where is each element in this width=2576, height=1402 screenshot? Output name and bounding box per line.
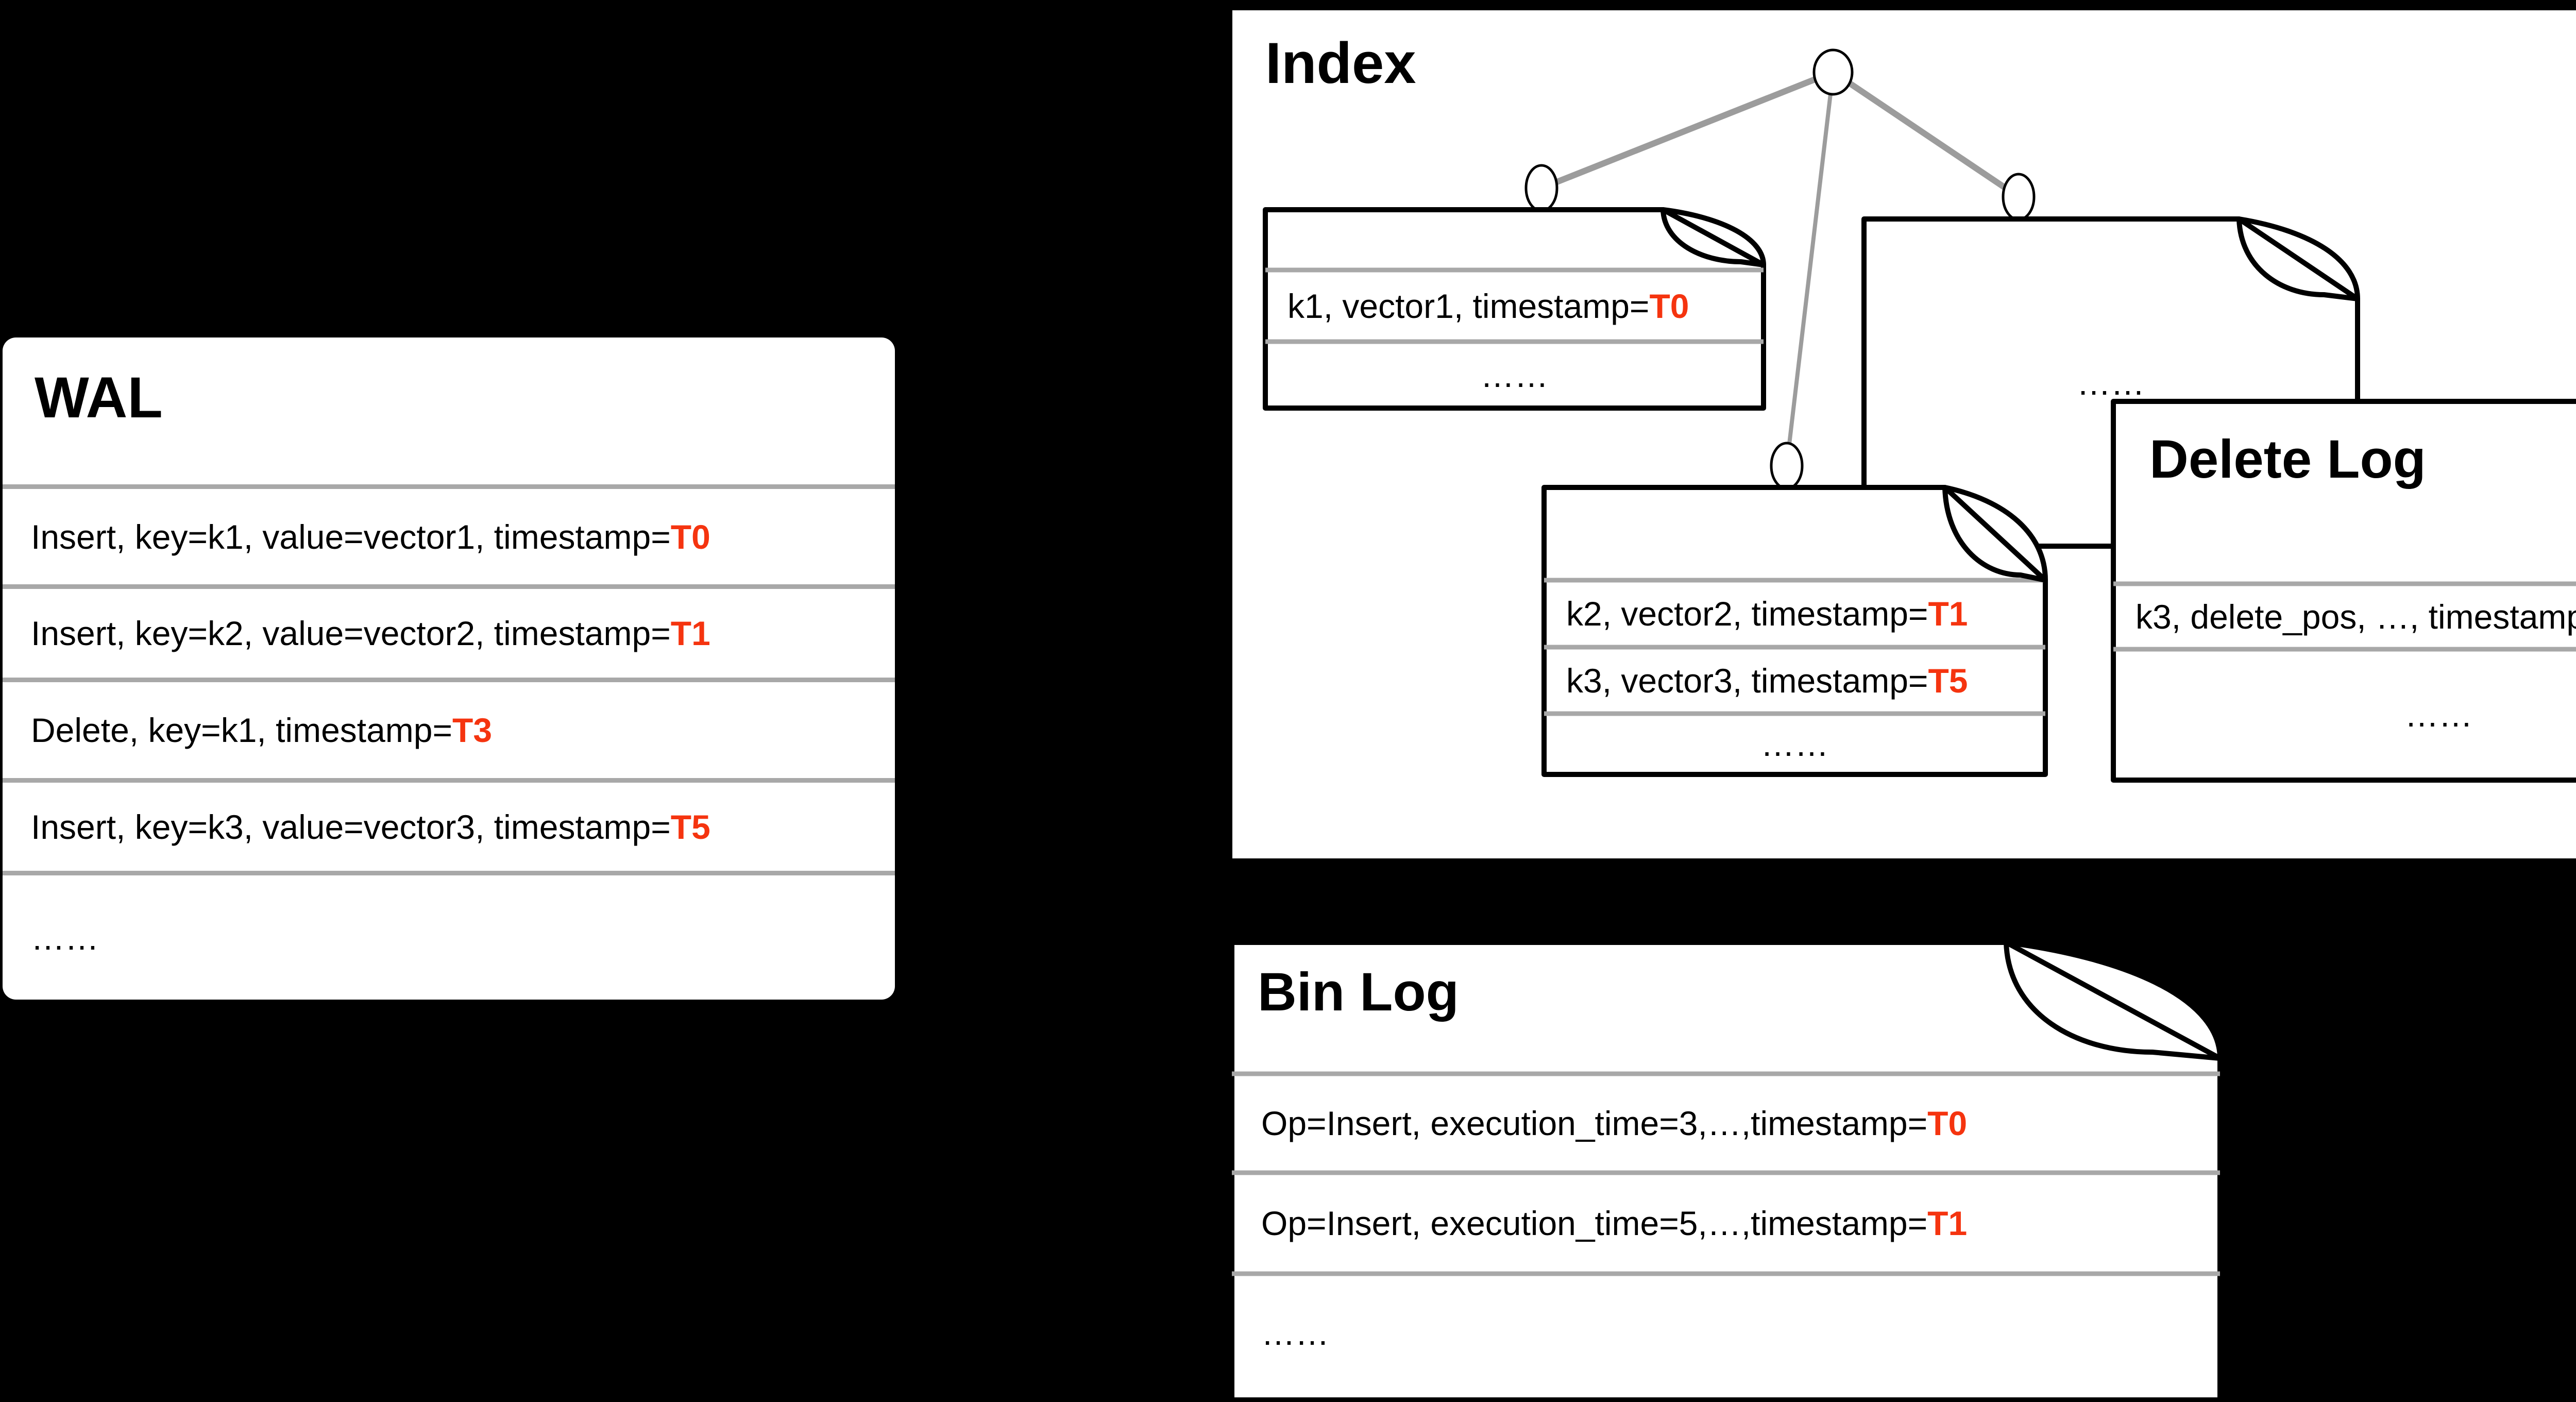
delete-log-page: Delete Log k3, delete_pos, …, timestamp=… <box>2111 399 2576 783</box>
folded-corner <box>2004 940 2223 1061</box>
tree-root-node <box>1812 48 1854 96</box>
page-body <box>2111 399 2576 783</box>
folded-corner <box>1942 485 2048 583</box>
k1-page: k1, vector1, timestamp=T0 …… <box>1263 207 1766 411</box>
ellipsis-row: …… <box>1861 216 2360 549</box>
wal-row-insert-k3: Insert, key=k3, value=vector3, timestamp… <box>3 778 895 871</box>
ellipsis-text: …… <box>1480 356 1549 394</box>
wal-row-text: Insert, key=k2, value=vector2, timestamp… <box>31 614 671 652</box>
timestamp-t0: T0 <box>1649 286 1689 325</box>
timestamp-t5: T5 <box>1928 661 1968 700</box>
wal-row-delete-k1: Delete, key=k1, timestamp=T3 <box>3 678 895 778</box>
delete-log-row: k3, delete_pos, …, timestamp=T3 <box>2111 584 2576 649</box>
wal-row-text: Insert, key=k1, value=vector1, timestamp… <box>31 517 671 556</box>
tree-edge-left <box>1540 69 1835 191</box>
wal-row-text: Delete, key=k1, timestamp= <box>31 711 453 749</box>
row-text: k3, vector3, timestamp= <box>1566 661 1928 700</box>
index-panel: Index k1, vector1, timestamp=T0 …… <box>1232 10 2576 858</box>
ellipsis-text: …… <box>2404 696 2473 734</box>
bin-log-title: Bin Log <box>1258 962 1459 1022</box>
delete-log-ellipsis-row: …… <box>2111 649 2576 780</box>
doc-outline <box>1541 485 2048 777</box>
k2-page: k2, vector2, timestamp=T1 k3, vector3, t… <box>1541 485 2048 777</box>
timestamp-t1: T1 <box>1928 595 1968 633</box>
k1-row: k1, vector1, timestamp=T0 <box>1263 270 1766 342</box>
row-text: k2, vector2, timestamp= <box>1566 595 1928 633</box>
timestamp-t0: T0 <box>670 517 710 556</box>
k2-row: k2, vector2, timestamp=T1 <box>1541 580 2048 647</box>
row-text: Op=Insert, execution_time=3,…,timestamp= <box>1261 1104 1928 1142</box>
wal-row-ellipsis: …… <box>3 871 895 1000</box>
delete-log-title: Delete Log <box>2149 429 2426 489</box>
folded-corner <box>2236 216 2360 301</box>
timestamp-t5: T5 <box>670 807 710 846</box>
bin-log-row-2: Op=Insert, execution_time=5,…,timestamp=… <box>1229 1173 2223 1274</box>
timestamp-t1: T1 <box>670 614 710 652</box>
wal-row-insert-k2: Insert, key=k2, value=vector2, timestamp… <box>3 584 895 678</box>
timestamp-t3: T3 <box>452 711 493 749</box>
k2-ellipsis-row: …… <box>1541 714 2048 774</box>
ellipsis-text: …… <box>1760 725 1829 763</box>
k3-row: k3, vector3, timestamp=T5 <box>1541 647 2048 714</box>
tree-node-middle <box>1770 442 1804 490</box>
bin-log-page: Bin Log Op=Insert, execution_time=3,…,ti… <box>1229 940 2223 1402</box>
tree-edge-right <box>1831 70 2021 199</box>
wal-row-insert-k1: Insert, key=k1, value=vector1, timestamp… <box>3 484 895 584</box>
doc-outline <box>2111 399 2576 783</box>
folded-corner <box>1660 207 1766 267</box>
k1-ellipsis-row: …… <box>1263 342 1766 408</box>
ellipsis-text: …… <box>1261 1314 1329 1352</box>
ellipsis-text: …… <box>2077 363 2145 402</box>
wal-title: WAL <box>35 365 163 430</box>
wal-row-text: Insert, key=k3, value=vector3, timestamp… <box>31 807 671 846</box>
bin-log-row-1: Op=Insert, execution_time=3,…,timestamp=… <box>1229 1074 2223 1173</box>
timestamp-t1: T1 <box>1927 1204 1968 1242</box>
tree-edge-middle <box>1785 72 1835 466</box>
index-title: Index <box>1265 31 1416 95</box>
doc-outline <box>1263 207 1766 411</box>
row-text: Op=Insert, execution_time=5,…,timestamp= <box>1261 1204 1928 1242</box>
index-tree <box>1524 48 2036 490</box>
wal-box: WAL Insert, key=k1, value=vector1, times… <box>3 337 895 1000</box>
row-text: k3, delete_pos, …, timestamp= <box>2136 597 2576 636</box>
bin-log-ellipsis-row: …… <box>1229 1274 2223 1392</box>
ellipsis-text: …… <box>31 918 99 957</box>
timestamp-t0: T0 <box>1927 1104 1968 1142</box>
tree-node-right <box>2002 173 2036 221</box>
tree-node-left <box>1524 164 1558 212</box>
doc-outline <box>1229 940 2223 1402</box>
row-text: k1, vector1, timestamp= <box>1287 286 1650 325</box>
